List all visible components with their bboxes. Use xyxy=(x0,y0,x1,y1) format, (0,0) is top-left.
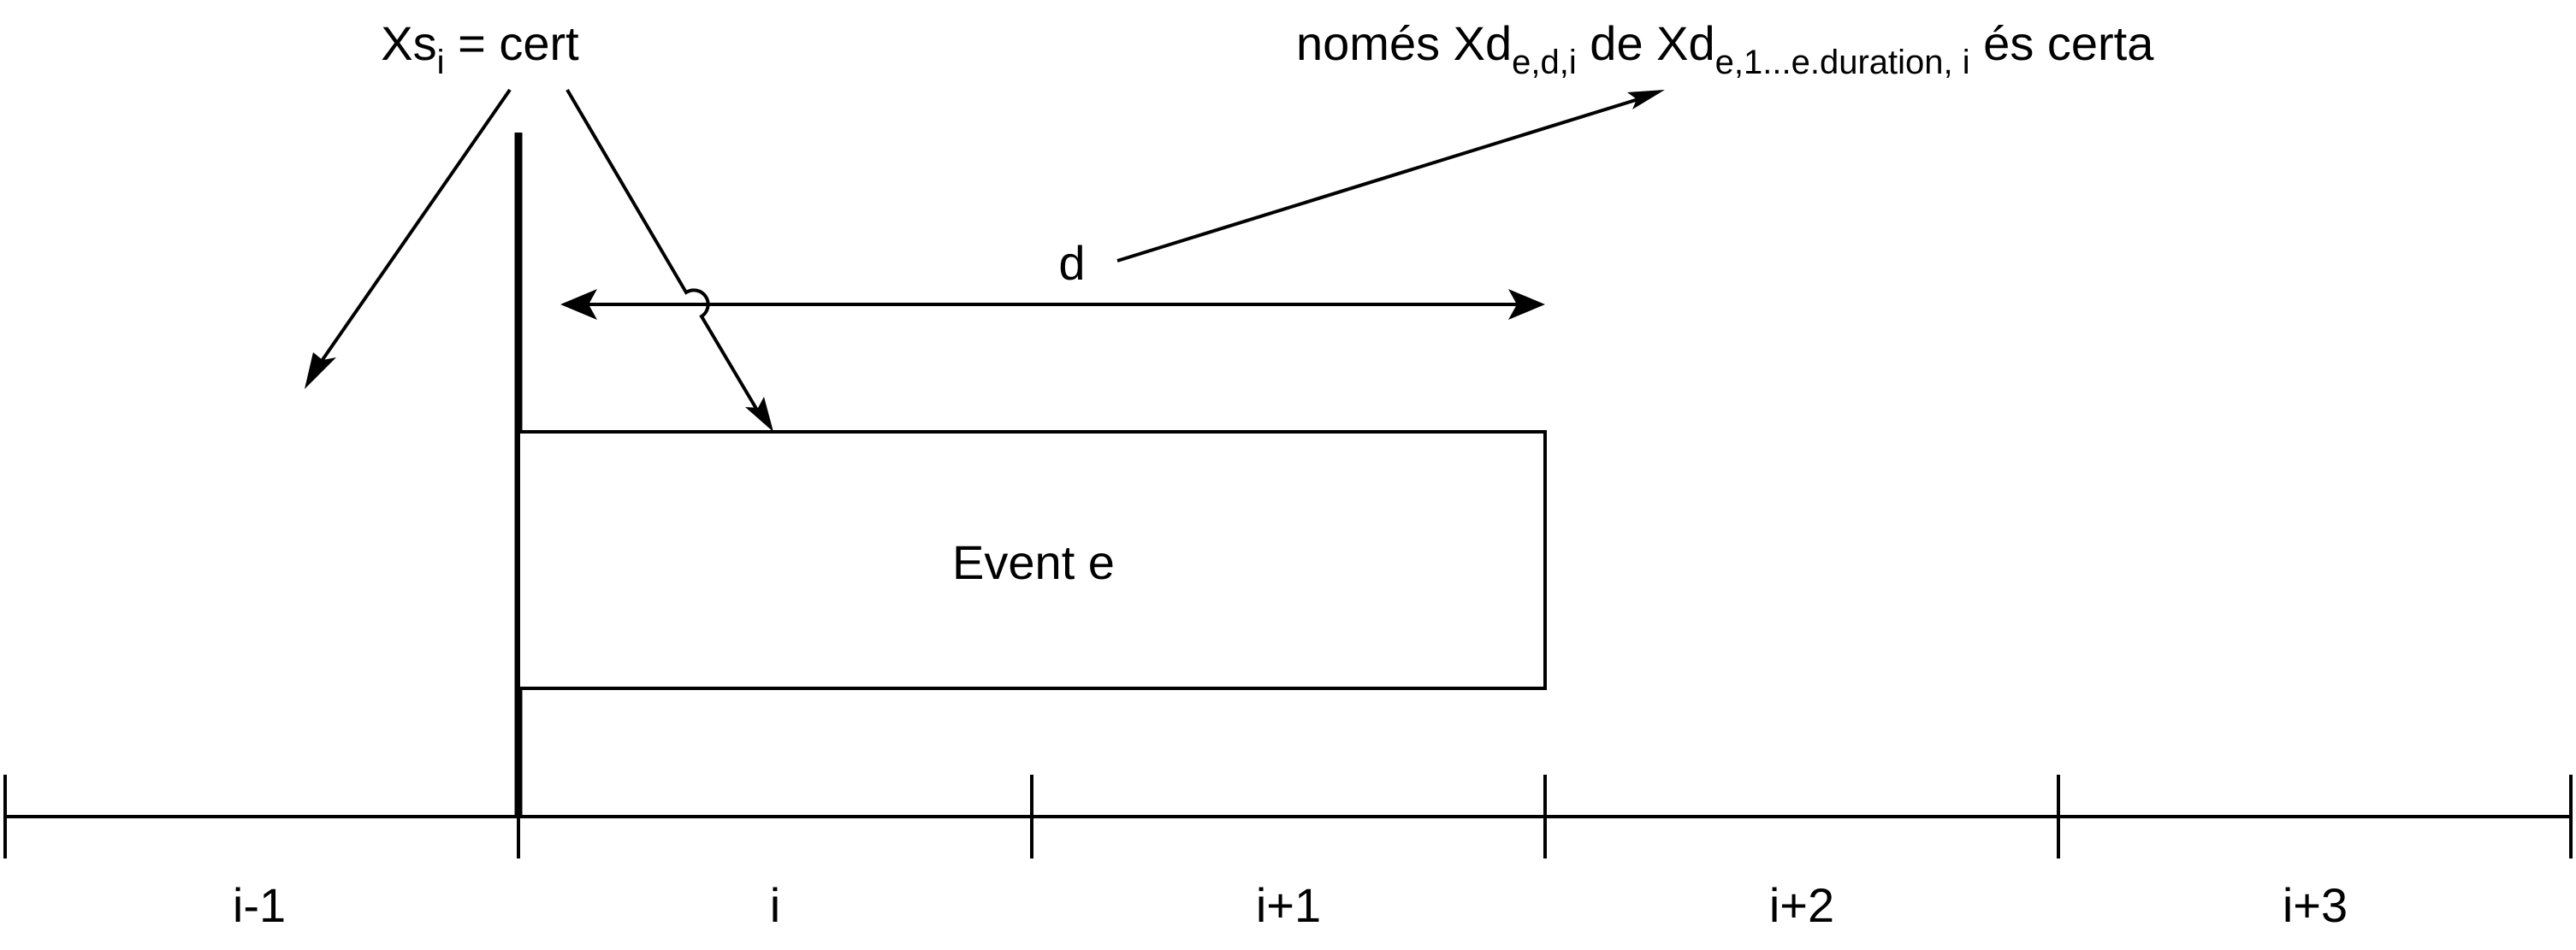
duration-annotation-subscript-1: e,d,i xyxy=(1512,44,1577,81)
timeline-label-i: i xyxy=(770,878,780,932)
duration-annotation-subscript-2: e,1...e.duration, i xyxy=(1715,44,1970,81)
start-annotation: Xsi = cert xyxy=(381,16,579,81)
duration-label: d xyxy=(1058,236,1085,290)
arrow-to-previous-slot xyxy=(305,88,512,389)
duration-arrow-right-head xyxy=(1508,289,1545,320)
duration-annotation: només Xde,d,i de Xde,1...e.duration, i é… xyxy=(1296,16,2154,81)
event-label: Event e xyxy=(952,535,1115,589)
arrow-to-event-box xyxy=(566,88,773,432)
duration-annotation-suffix: és certa xyxy=(1970,16,2155,70)
timeline-label-i-plus-2: i+2 xyxy=(1769,878,1834,932)
duration-arrow xyxy=(560,289,1545,320)
timeline-label-i-minus-1: i-1 xyxy=(233,878,286,932)
timeline-label-i-plus-3: i+3 xyxy=(2283,878,2348,932)
duration-annotation-middle: de Xd xyxy=(1577,16,1715,70)
event-box xyxy=(517,430,1547,690)
timeline-label-i-plus-1: i+1 xyxy=(1256,878,1321,932)
duration-annotation-prefix: només Xd xyxy=(1296,16,1512,70)
start-annotation-rest: = cert xyxy=(445,16,580,70)
start-annotation-base: Xs xyxy=(381,16,436,70)
start-annotation-subscript: i xyxy=(437,44,445,81)
arrow-to-duration-annotation xyxy=(1116,90,1665,263)
duration-arrow-left-head xyxy=(560,289,597,320)
